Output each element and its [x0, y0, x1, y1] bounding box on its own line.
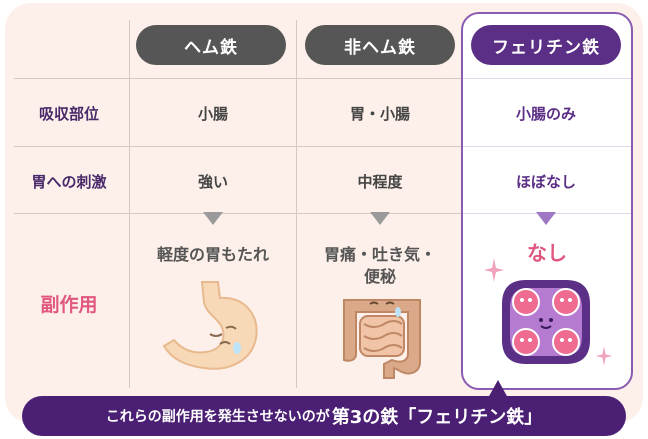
cell-heme-side-effect: 軽度の胃もたれ	[156, 245, 269, 264]
down-arrow-icon	[536, 212, 556, 225]
header-nonheme-iron: 非ヘム鉄	[305, 25, 455, 65]
grid-line	[14, 146, 461, 147]
banner-emphasis: 第3の鉄「フェリチン鉄」	[331, 407, 543, 428]
grid-line	[463, 78, 631, 79]
intestine-icon	[343, 299, 421, 379]
cell-heme-irritation: 強い	[197, 173, 228, 191]
down-arrow-icon	[370, 212, 390, 225]
row-label-stomach-irritation: 胃への刺激	[31, 173, 107, 191]
stomach-icon	[162, 281, 258, 370]
grid-line	[129, 20, 130, 388]
nonheme-side-effect-line1: 胃痛・吐き気・	[323, 245, 436, 264]
cell-nonheme-side-effect: 胃痛・吐き気・ 便秘	[298, 244, 462, 288]
conclusion-banner: これらの副作用を発生させないのが 第3の鉄「フェリチン鉄」	[22, 396, 626, 436]
header-heme-iron: ヘム鉄	[136, 25, 286, 65]
cell-ferritin-side-effect: なし	[527, 241, 567, 265]
header-ferritin-iron: フェリチン鉄	[471, 25, 621, 65]
grid-line	[463, 146, 631, 147]
grid-line	[296, 20, 297, 388]
sparkle-icon	[596, 346, 612, 366]
ferritin-molecule-icon	[502, 280, 590, 364]
grid-line	[14, 78, 461, 79]
banner-prefix: これらの副作用を発生させないのが	[105, 409, 330, 425]
row-label-side-effects: 副作用	[40, 294, 98, 316]
down-arrow-icon	[203, 212, 223, 225]
banner-pointer	[488, 380, 508, 398]
cell-nonheme-irritation: 中程度	[357, 173, 403, 191]
cell-ferritin-irritation: ほぼなし	[515, 173, 576, 191]
row-label-absorption: 吸収部位	[38, 105, 99, 123]
sparkle-icon	[484, 258, 504, 282]
grid-line	[14, 213, 461, 214]
cell-nonheme-absorption: 胃・小腸	[349, 105, 410, 123]
nonheme-side-effect-line2: 便秘	[363, 267, 396, 286]
cell-ferritin-absorption: 小腸のみ	[515, 105, 576, 123]
cell-heme-absorption: 小腸	[197, 105, 228, 123]
